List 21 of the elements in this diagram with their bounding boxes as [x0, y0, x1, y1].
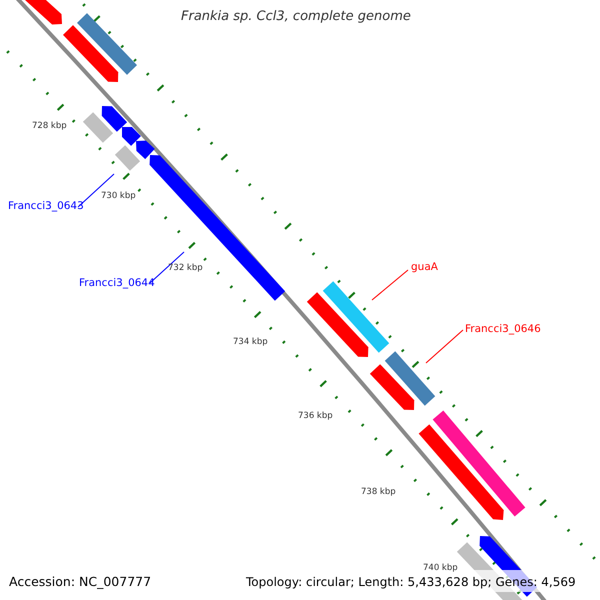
gene-label: guaA	[411, 261, 438, 273]
gene-label: Francci3_0643	[8, 200, 84, 212]
gene-feature	[114, 145, 140, 171]
leader-line	[426, 330, 464, 364]
scale-label: 732 kbp	[168, 263, 203, 273]
leader-line	[372, 270, 408, 300]
scale-label: 734 kbp	[233, 337, 268, 347]
scale-label: 730 kbp	[101, 191, 136, 201]
scale-label: 728 kbp	[32, 121, 67, 131]
leader-line	[150, 252, 184, 284]
scale-label: 740 kbp	[423, 563, 458, 573]
leader-line	[78, 174, 114, 208]
gene-label: Francci3_0646	[465, 323, 541, 335]
scale-label: 738 kbp	[361, 487, 396, 497]
scale-label: 736 kbp	[298, 411, 333, 421]
gene-label: Francci3_0644	[79, 277, 155, 289]
genome-summary: Topology: circular; Length: 5,433,628 bp; Genes: 4,569	[246, 575, 576, 589]
diagram-title: Frankia sp. Ccl3, complete genome	[181, 9, 411, 24]
gene-feature	[384, 351, 436, 406]
gene-feature	[322, 281, 390, 353]
accession-text: Accession: NC_007777	[9, 574, 152, 589]
